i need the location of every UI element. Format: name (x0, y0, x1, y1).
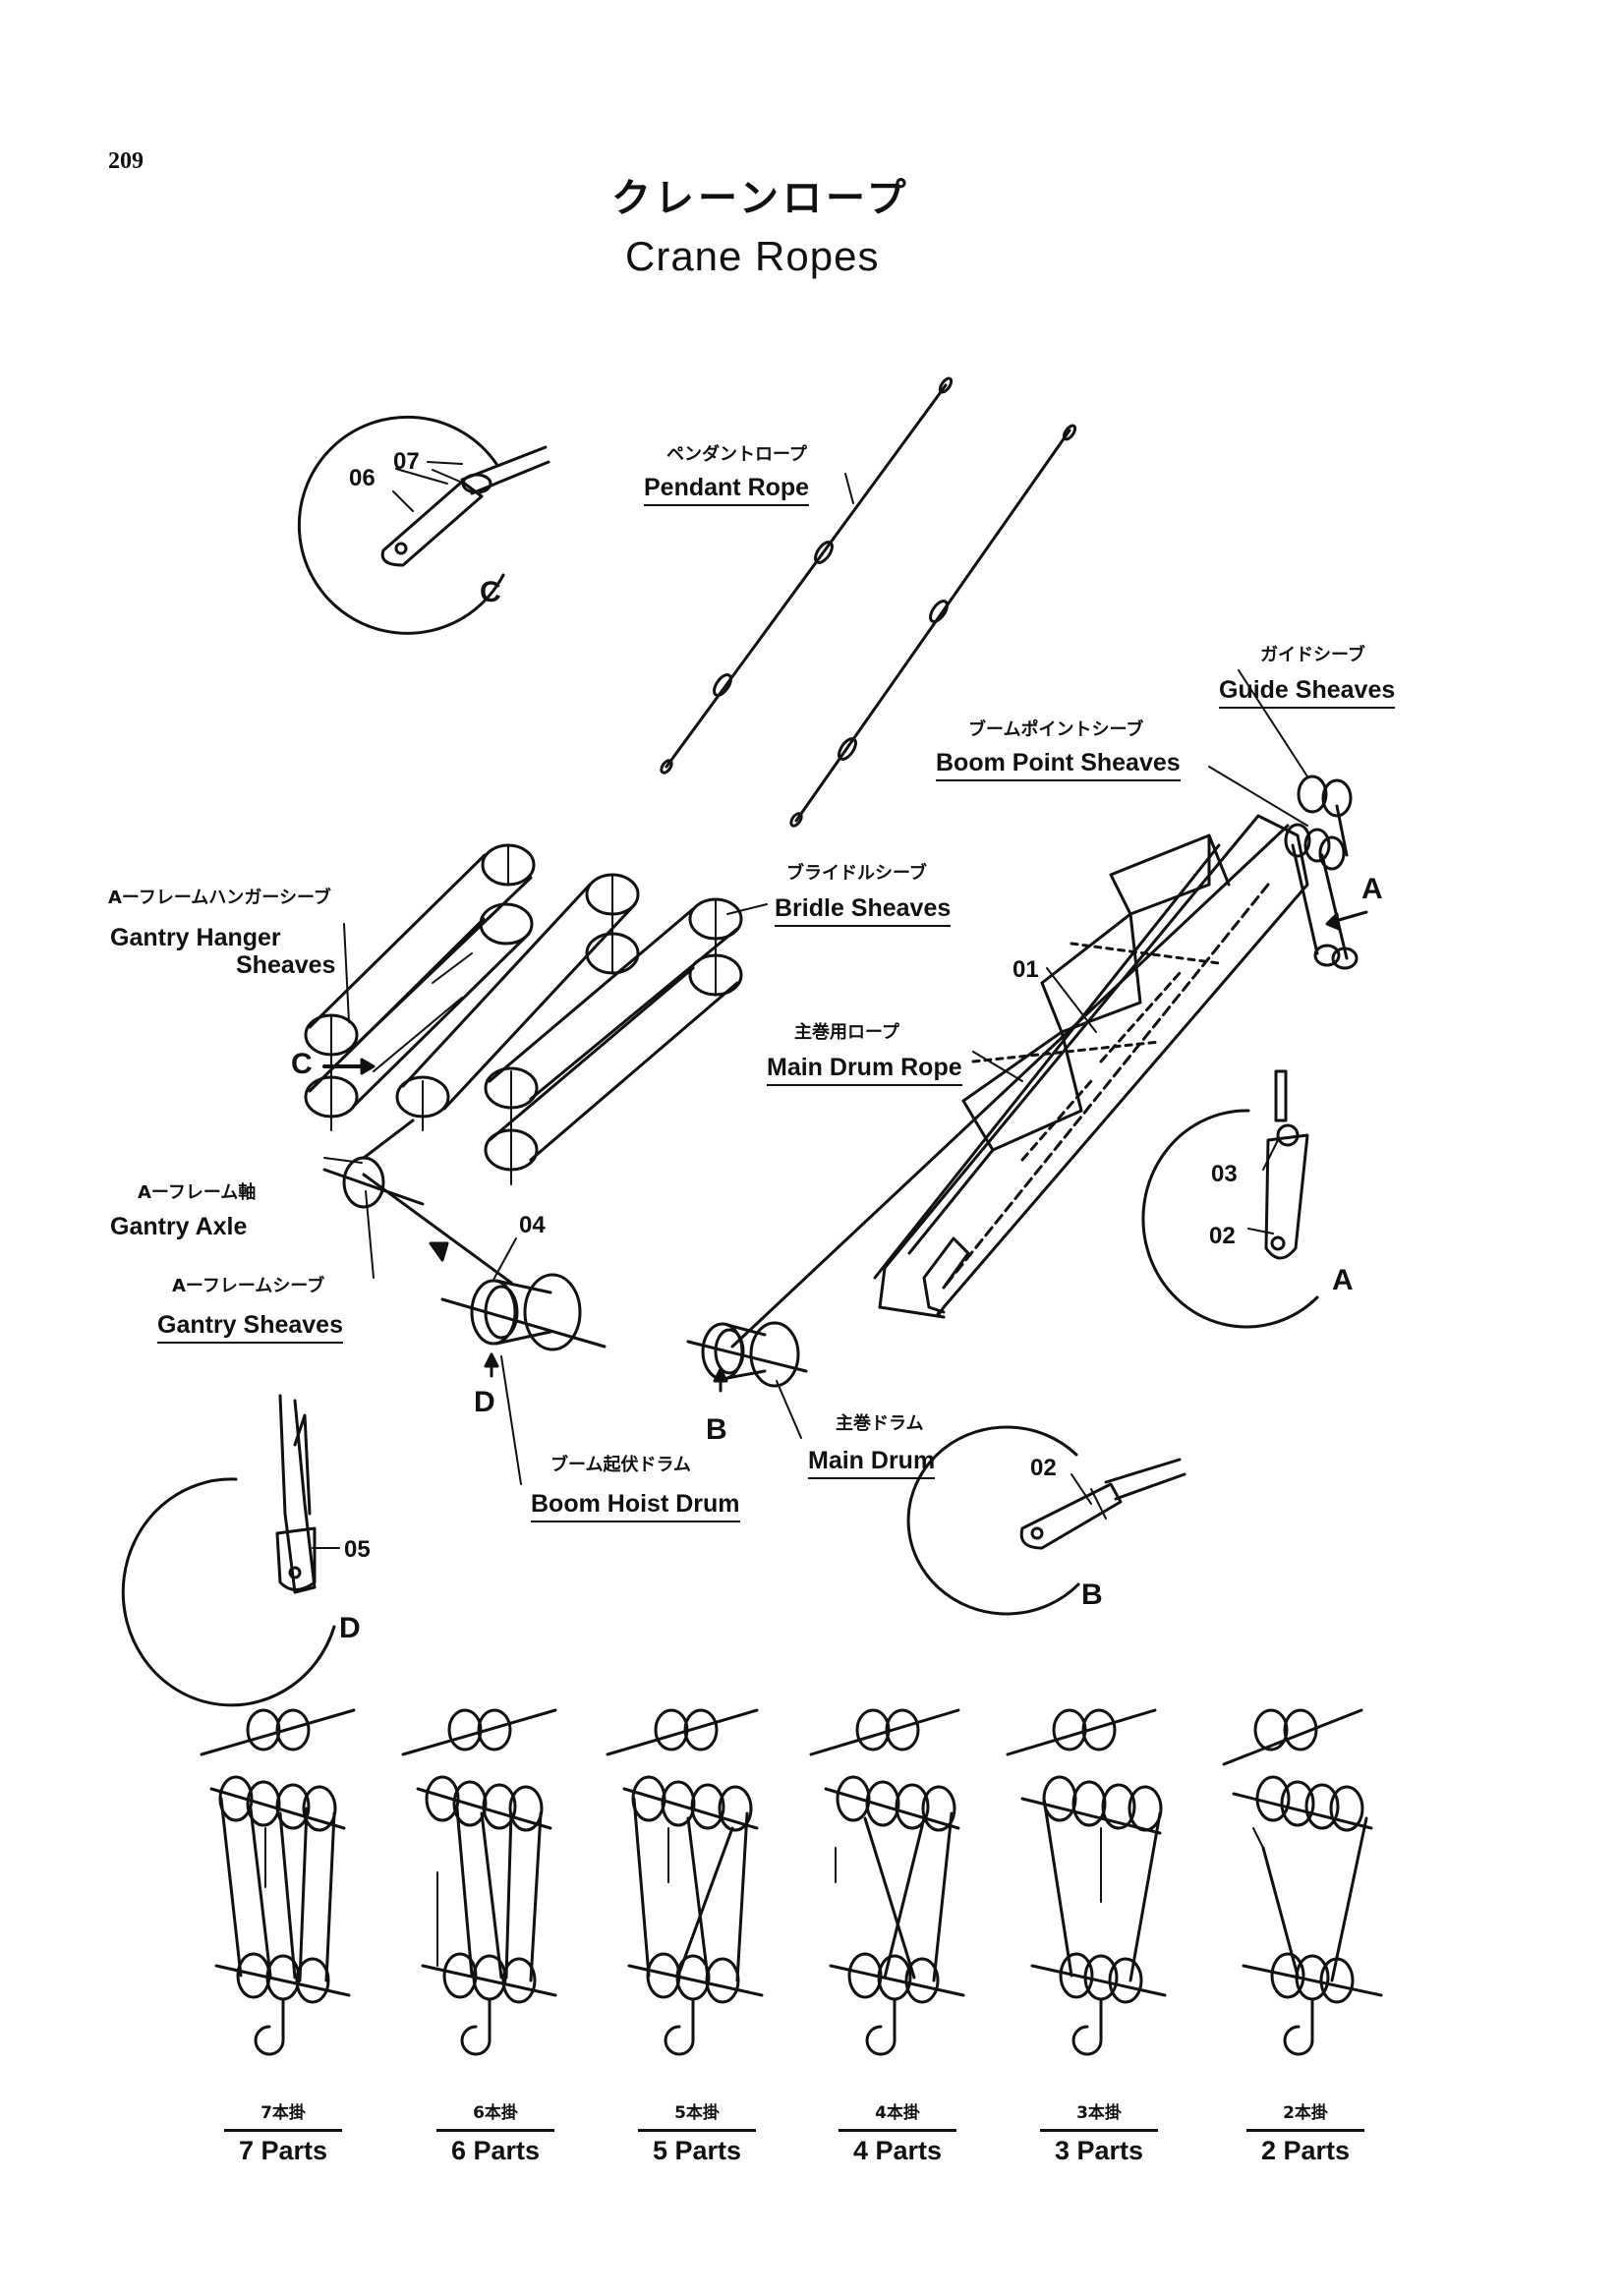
callout-07: 07 (393, 448, 420, 475)
pendant-rope-label-jp: ペンダントロープ (666, 444, 807, 465)
detail-letter-d-arrow: D (474, 1386, 495, 1418)
detail-letter-c-circle: C (480, 576, 501, 608)
gantry-axle-label-jp: Aーフレーム軸 (138, 1182, 257, 1203)
reeving-4-label-jp: 4本掛 (875, 2103, 920, 2123)
detail-d-drawing (121, 1394, 336, 1707)
gantry-hanger-sheaves-label-en-line1: Gantry Hanger (110, 924, 281, 951)
gantry-hanger-sheaves-label-jp: Aーフレームハンガーシーブ (108, 888, 331, 908)
reeving-6-drawing (401, 1708, 557, 2056)
boom-point-sheaves-label-en: Boom Point Sheaves (936, 751, 1181, 781)
reeving-6-label-en: 6 Parts (436, 2129, 554, 2164)
callout-03: 03 (1211, 1161, 1238, 1187)
drums-drawing (362, 1173, 808, 1393)
reeving-7-label-en: 7 Parts (224, 2129, 342, 2164)
detail-letter-a-arrow: A (1361, 873, 1383, 905)
bridle-sheaves-label-en: Bridle Sheaves (775, 896, 952, 927)
gantry-hanger-sheaves-label-en-line2: Sheaves (236, 951, 336, 979)
pendant-rope-label-en: Pendant Rope (644, 476, 810, 506)
reeving-2-label-en: 2 Parts (1246, 2129, 1364, 2164)
reeving-4-label-en: 4 Parts (839, 2129, 956, 2164)
reeving-2-label-jp: 2本掛 (1283, 2103, 1328, 2123)
detail-letter-a-circle: A (1332, 1264, 1354, 1296)
guide-sheaves-label-jp: ガイドシーブ (1260, 645, 1365, 665)
boom-point-sheaves-label-jp: ブームポイントシーブ (968, 719, 1144, 740)
detail-b-drawing (906, 1425, 1186, 1616)
detail-letter-c-arrow: C (291, 1048, 313, 1080)
reeving-7-label-jp: 7本掛 (260, 2103, 306, 2123)
reeving-5-label-jp: 5本掛 (674, 2103, 720, 2123)
reeving-4-drawing (809, 1708, 965, 2056)
page-number: 209 (108, 148, 144, 174)
boom-hoist-drum-label-jp: ブーム起伏ドラム (550, 1455, 691, 1475)
callout-06: 06 (349, 465, 376, 491)
leader-lines (312, 461, 1308, 1549)
gantry-axle-label-en: Gantry Axle (110, 1213, 248, 1240)
guide-sheaves-label-en: Guide Sheaves (1219, 678, 1396, 709)
boom-hoist-drum-label-en: Boom Hoist Drum (531, 1492, 740, 1522)
callout-02-detail-a: 02 (1209, 1223, 1236, 1249)
gantry-bridle-drawing (304, 843, 743, 1209)
main-drum-rope-label-en: Main Drum Rope (767, 1056, 962, 1086)
callout-01: 01 (1012, 956, 1039, 983)
callout-02-detail-b: 02 (1030, 1455, 1057, 1481)
gantry-sheaves-label-en: Gantry Sheaves (157, 1313, 343, 1344)
main-drum-rope-label-jp: 主巻用ロープ (794, 1022, 899, 1043)
boom-drawing (730, 775, 1368, 1349)
main-drum-label-jp: 主巻ドラム (836, 1413, 924, 1434)
detail-c-drawing (297, 415, 550, 635)
callout-04: 04 (519, 1212, 546, 1238)
reeving-3-label-en: 3 Parts (1040, 2129, 1158, 2164)
detail-a-drawing (1141, 1069, 1319, 1329)
detail-letter-b-arrow: B (706, 1413, 727, 1446)
bridle-sheaves-label-jp: ブライドルシーブ (786, 863, 927, 884)
reeving-5-label-en: 5 Parts (638, 2129, 756, 2164)
page-title-en: Crane Ropes (625, 233, 880, 279)
main-drum-label-en: Main Drum (808, 1449, 936, 1479)
reeving-diagrams (200, 1708, 1383, 2056)
reeving-7-drawing (200, 1708, 356, 2056)
gantry-sheaves-label-jp: Aーフレームシーブ (172, 1276, 325, 1296)
reeving-2-drawing (1222, 1708, 1383, 2056)
callout-05: 05 (344, 1536, 371, 1563)
reeving-5-drawing (606, 1708, 764, 2056)
reeving-6-label-jp: 6本掛 (473, 2103, 518, 2123)
page-title-jp: クレーンロープ (611, 176, 910, 221)
detail-letter-b-circle: B (1081, 1578, 1103, 1611)
reeving-3-label-jp: 3本掛 (1076, 2103, 1122, 2123)
reeving-3-drawing (1006, 1708, 1167, 2056)
pendant-ropes-drawing (660, 376, 1077, 828)
detail-letter-d-circle: D (339, 1612, 361, 1644)
